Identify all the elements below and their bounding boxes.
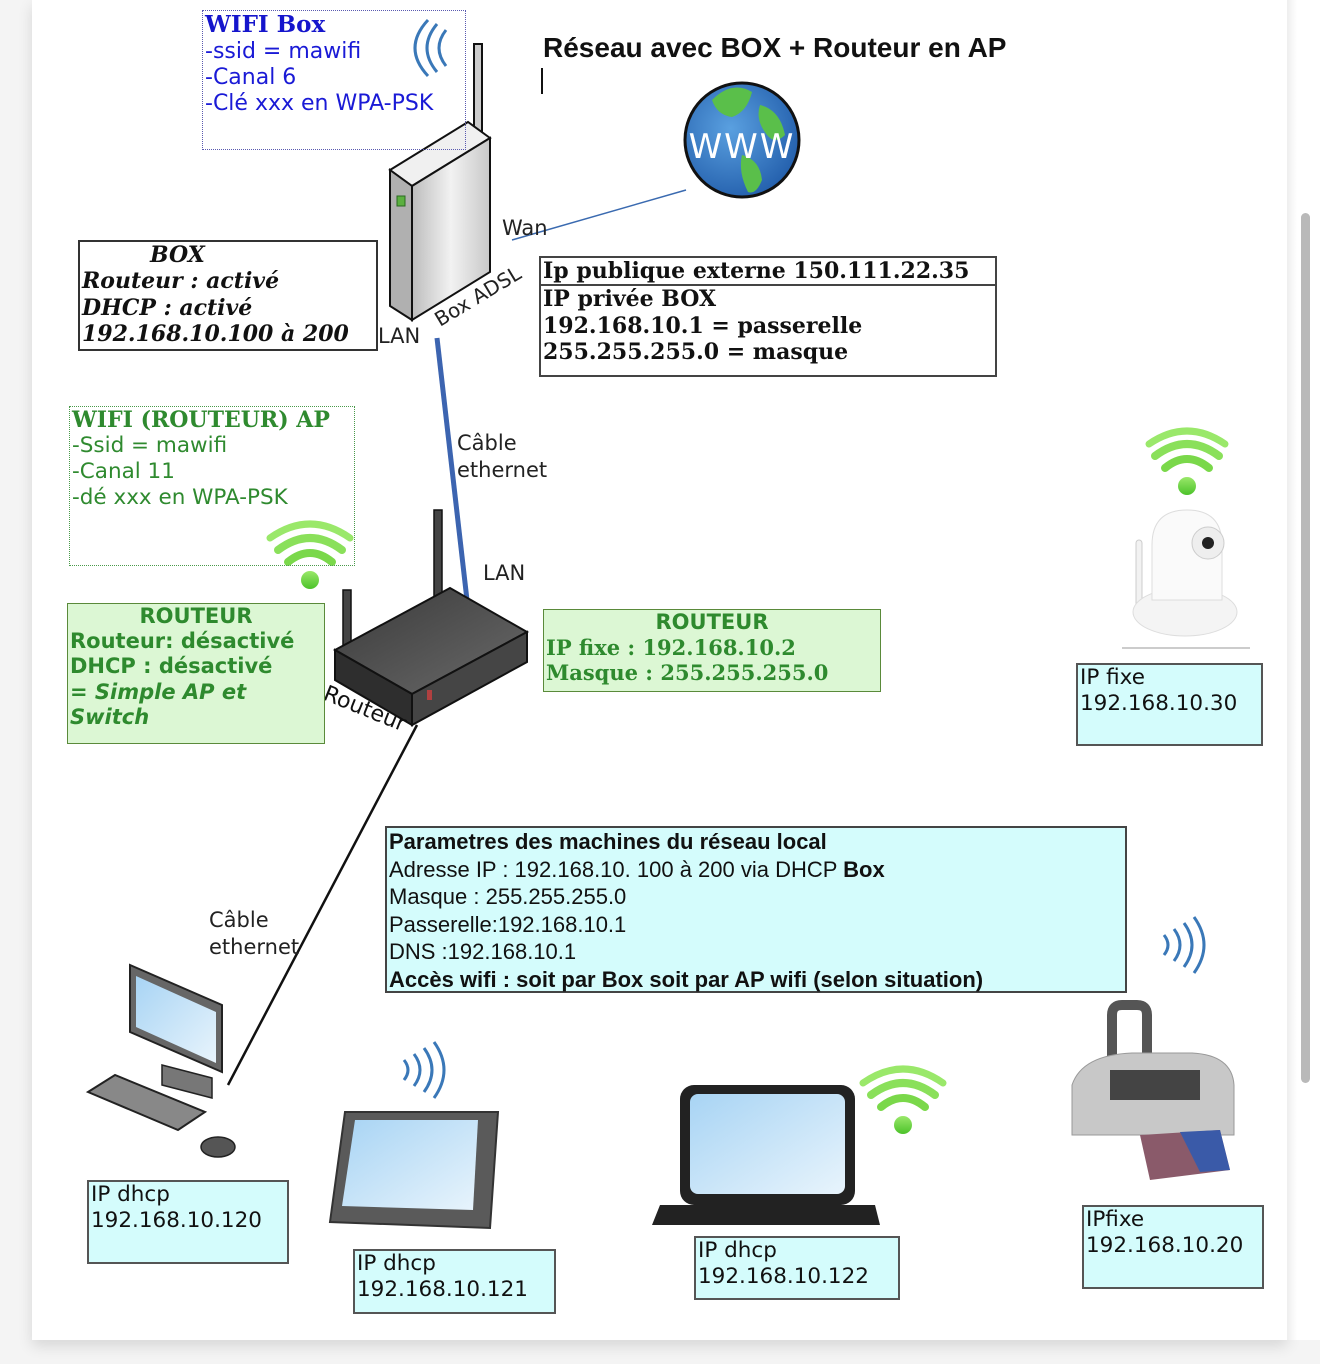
params-dns: DNS :192.168.10.1 [389, 939, 577, 964]
private-ip-mask: 255.255.255.0 = masque [543, 339, 849, 366]
ip-camera-device [1122, 509, 1250, 649]
printer-ip-box: IPfixe 192.168.10.20 [1082, 1205, 1264, 1289]
router-config-info: ROUTEUR Routeur: désactivé DHCP : désact… [67, 603, 325, 744]
router-device [332, 509, 530, 727]
camera-ip-box: IP fixe 192.168.10.30 [1076, 663, 1263, 746]
printer-signal-icon [1162, 916, 1206, 974]
private-ip-gateway: 192.168.10.1 = passerelle [543, 312, 863, 339]
params-mask: Masque : 255.255.255.0 [389, 884, 627, 909]
ethernet-cable-box-router [434, 337, 470, 601]
wifi-box-key: -Clé xxx en WPA-PSK [205, 91, 434, 117]
params-address: Adresse IP : 192.168.10. 100 à 200 via D… [389, 856, 885, 882]
public-ip: Ip publique externe 150.111.22.35 [543, 258, 970, 284]
router-config-router: Routeur: désactivé [70, 629, 295, 654]
params-wifi-access: Accès wifi : soit par Box soit par AP wi… [389, 966, 984, 992]
wan-link [511, 189, 687, 241]
wifi-box-info: WIFI Box -ssid = mawifi -Canal 6 -Clé xx… [202, 10, 466, 150]
cable-label-2: Câble ethernet [209, 908, 300, 960]
lan-box-label: LAN [378, 324, 421, 348]
network-parameters-info: Parametres des machines du réseau local … [385, 826, 1127, 993]
wifi-router-ssid: -Ssid = mawifi [72, 433, 228, 459]
scrollbar-thumb[interactable] [1301, 213, 1310, 1083]
desktop-computer-device [85, 963, 236, 1158]
laptop-ip-box: IP dhcp 192.168.10.122 [694, 1236, 900, 1300]
laptop-wifi-icon [859, 1065, 947, 1134]
router-ip-info: ROUTEUR IP fixe : 192.168.10.2 Masque : … [543, 609, 881, 692]
page-title: Réseau avec BOX + Routeur en AP [543, 32, 1007, 63]
tablet-device [328, 1111, 500, 1230]
ethernet-cable-router-desktop [226, 724, 419, 1086]
tablet-signal-icon [402, 1041, 446, 1099]
box-config-heading: BOX [150, 242, 205, 268]
router-wifi-icon [266, 520, 354, 589]
www-label: WWW [689, 127, 796, 167]
printer-device [1071, 1000, 1235, 1180]
router-config-heading: ROUTEUR [139, 604, 253, 628]
wifi-router-info: WIFI (ROUTEUR) AP -Ssid = mawifi -Canal … [69, 406, 355, 566]
box-config-router: Routeur : activé [82, 268, 280, 295]
camera-wifi-icon [1145, 427, 1229, 495]
cable-label-1: Câble ethernet [457, 431, 548, 483]
tablet-ip-box: IP dhcp 192.168.10.121 [353, 1249, 556, 1314]
box-signal-icon [413, 18, 448, 78]
wifi-router-channel: -Canal 11 [72, 459, 175, 485]
wifi-box-ssid: -ssid = mawifi [205, 38, 362, 64]
private-ip-heading: IP privée BOX [543, 286, 717, 313]
router-ip-mask: Masque : 255.255.255.0 [546, 660, 829, 686]
router-config-dhcp: DHCP : désactivé [70, 654, 273, 679]
router-ip-heading: ROUTEUR [655, 610, 769, 634]
lan-router-label: LAN [483, 561, 526, 585]
wan-label: Wan [502, 216, 548, 240]
globe-icon [683, 81, 801, 199]
desktop-ip-box: IP dhcp 192.168.10.120 [87, 1180, 289, 1264]
wifi-box-channel: -Canal 6 [205, 64, 297, 90]
text-cursor [541, 68, 543, 94]
router-ip-address: IP fixe : 192.168.10.2 [546, 635, 796, 661]
params-gateway: Passerelle:192.168.10.1 [389, 911, 627, 937]
laptop-device [652, 1085, 880, 1225]
box-config-dhcp: DHCP : activé [82, 294, 253, 321]
wifi-box-heading: WIFI Box [205, 11, 326, 38]
router-config-mode: = Simple AP et [70, 679, 247, 704]
params-heading: Parametres des machines du réseau local [389, 829, 827, 854]
wifi-router-key: -dé xxx en WPA-PSK [72, 484, 288, 510]
box-config-info: BOX Routeur : activé DHCP : activé 192.1… [78, 240, 378, 351]
box-config-range: 192.168.10.100 à 200 [82, 321, 349, 348]
box-ip-info: Ip publique externe 150.111.22.35 IP pri… [539, 256, 997, 377]
wifi-router-heading: WIFI (ROUTEUR) AP [72, 407, 330, 433]
router-config-mode-2: Switch [70, 704, 150, 729]
